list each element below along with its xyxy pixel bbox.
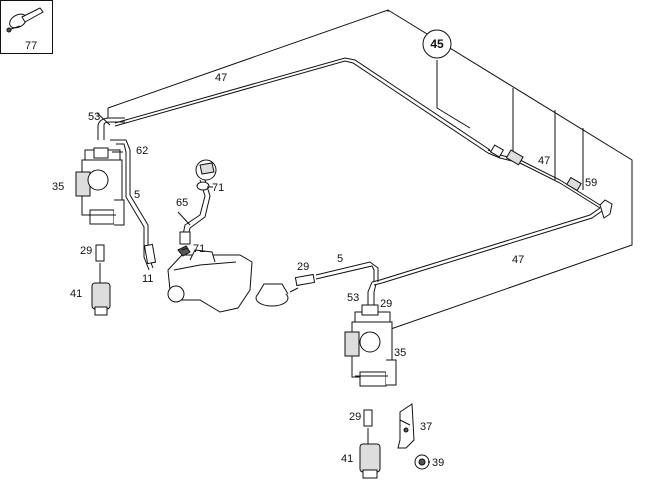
label-59: 59: [585, 177, 597, 189]
label-39: 39: [432, 457, 444, 469]
pipe-29-5-mid: [294, 261, 379, 287]
part-77-label: 77: [25, 40, 37, 52]
intake-housing: [167, 245, 253, 313]
label-47-right: 47: [538, 155, 550, 167]
label-29-left: 29: [80, 245, 92, 257]
label-47-mid: 47: [512, 254, 524, 266]
part-41-right-filter: [359, 443, 381, 479]
pipe-47-bottom: [371, 207, 603, 286]
part-35-right-pump: [344, 281, 397, 387]
part-29-right-bottom: [363, 409, 373, 446]
label-29-right: 29: [380, 298, 392, 310]
cable-tie-icon: [6, 7, 44, 33]
label-41-bottom: 41: [341, 453, 353, 465]
label-41-left: 41: [70, 288, 82, 300]
label-5-mid: 5: [337, 253, 343, 265]
label-5-left: 5: [134, 189, 140, 201]
part-labels: 47 53 62 35 5 71 65 71 29 41 11 29 5 47 …: [52, 72, 597, 469]
label-62: 62: [136, 145, 148, 157]
callout-45: 45: [422, 29, 452, 59]
part-35-left-pump: [75, 117, 125, 226]
callout-45-label: 45: [430, 37, 444, 51]
part-37-bracket: [397, 403, 415, 449]
part-41-left-filter: [91, 282, 111, 316]
grommet-boot: [255, 283, 299, 307]
label-29-bottom: 29: [349, 411, 361, 423]
part-59-fitting: [599, 199, 613, 219]
label-11: 11: [142, 273, 153, 285]
label-37: 37: [420, 421, 432, 433]
pipe-65: [179, 159, 217, 245]
part-39-nut: [414, 454, 430, 470]
part-71-top-clip: [196, 181, 210, 191]
label-47-top: 47: [215, 72, 227, 84]
pipe-62-5-11: [110, 139, 157, 271]
label-53-right: 53: [347, 292, 359, 304]
label-65: 65: [176, 197, 188, 209]
part-29-left: [95, 244, 105, 285]
label-35-left: 35: [52, 181, 64, 193]
label-71-mid: 71: [193, 243, 205, 255]
label-53-left: 53: [88, 111, 100, 123]
part-77-box: 77: [0, 0, 53, 54]
pipe-connectors-right: [489, 144, 613, 219]
label-71-top: 71: [212, 182, 224, 194]
label-29-mid: 29: [297, 261, 309, 273]
leader-lines: [96, 112, 430, 463]
label-35-right: 35: [394, 347, 406, 359]
